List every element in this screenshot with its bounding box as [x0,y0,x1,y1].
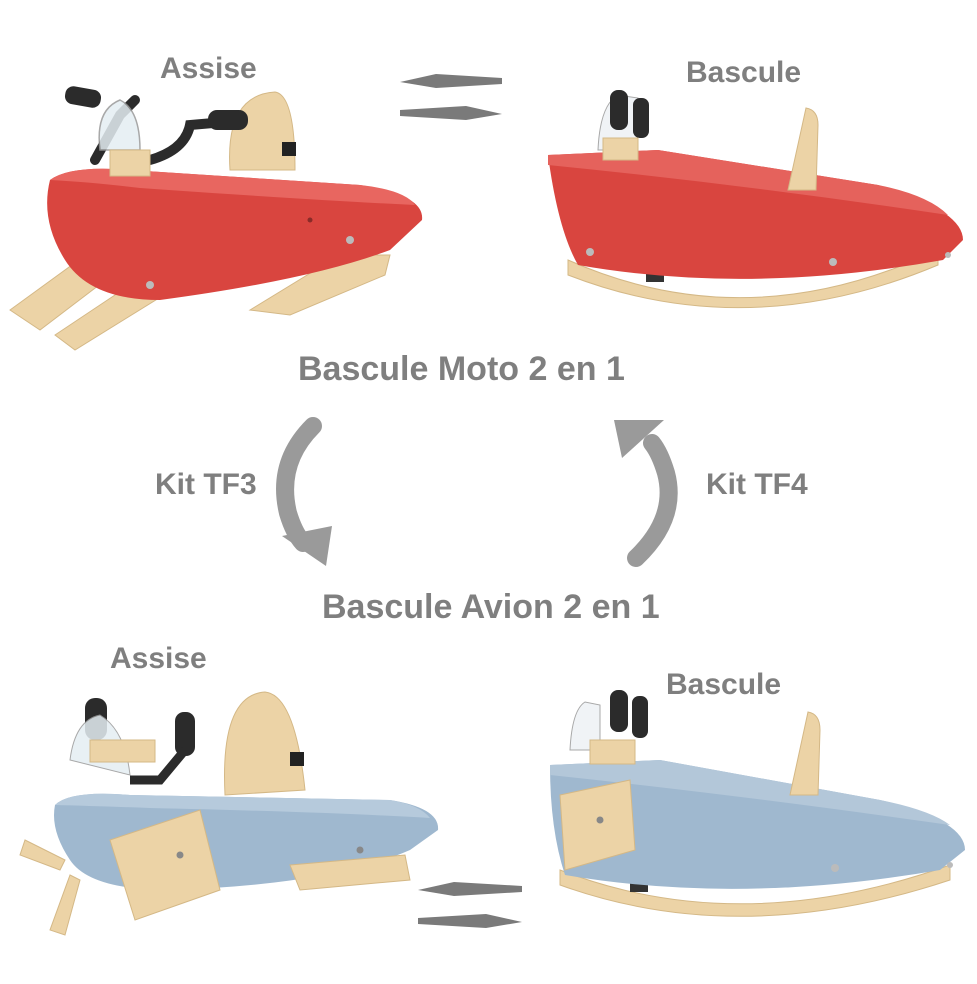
avion-assise-label: Assise [110,642,207,675]
moto-bascule-image [548,90,968,320]
avion-assise-image [10,690,440,950]
kit-tf4-label: Kit TF4 [706,468,808,501]
swap-arrows-icon [414,880,526,932]
avion-bascule-label: Bascule [666,668,782,701]
swap-arrows-icon [396,72,506,124]
moto-assise-image [9,80,430,351]
curved-arrow-up-icon [608,418,688,568]
moto-title: Bascule Moto 2 en 1 [298,350,625,388]
moto-bascule-label: Bascule [686,56,802,89]
moto-assise-label: Assise [160,52,257,85]
avion-bascule-image [540,690,970,930]
curved-arrow-down-icon [268,417,348,568]
avion-title: Bascule Avion 2 en 1 [322,588,660,626]
kit-tf3-label: Kit TF3 [155,468,257,501]
